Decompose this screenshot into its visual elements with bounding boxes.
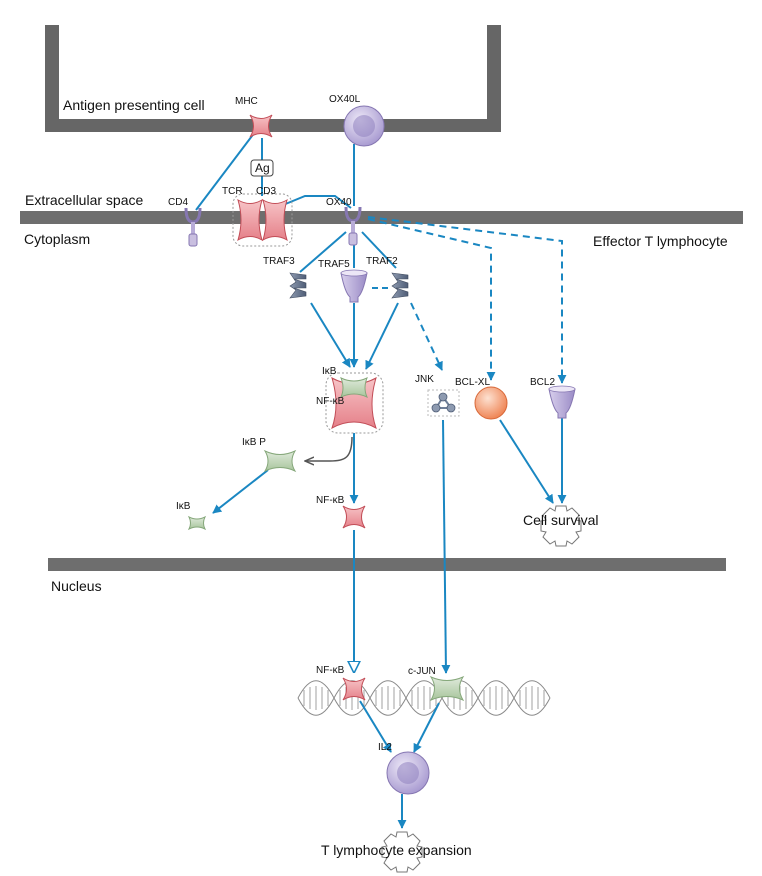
edge-cjun-il2 — [413, 702, 440, 753]
il2-node[interactable] — [386, 751, 430, 795]
jnk-label: JNK — [415, 374, 434, 385]
bcl2-node[interactable] — [548, 385, 576, 419]
cd3-label: CD3 — [256, 186, 276, 197]
traf5-label: TRAF5 — [318, 259, 350, 270]
t-expansion-label: T lymphocyte expansion — [321, 842, 472, 858]
nuclear-membrane — [48, 558, 726, 571]
nucleus-label: Nucleus — [51, 578, 102, 594]
edge-ox40-bcl2 — [367, 216, 567, 384]
edge-cd3-ox40 — [282, 195, 352, 209]
tcr-complex-outline — [232, 193, 293, 247]
traf2-node[interactable] — [391, 272, 409, 299]
bclxl-node[interactable] — [474, 386, 508, 420]
cd4-label: CD4 — [168, 197, 188, 208]
bcl2-label: BCL2 — [530, 377, 555, 388]
ikbp-label: IκB P — [242, 437, 266, 448]
nfkb-nucleus-label: NF-κB — [316, 665, 345, 676]
edge-ox40-bclxl — [367, 218, 496, 381]
traf5-shape — [340, 272, 368, 303]
apc-membrane — [45, 25, 501, 132]
t-expansion-gear-icon — [381, 831, 423, 873]
cd4-node[interactable] — [184, 207, 202, 247]
nfkb-cytoplasm-label: NF-κB — [316, 495, 345, 506]
ag-node[interactable]: Ag — [250, 159, 274, 177]
traf2-label: TRAF2 — [366, 256, 398, 267]
nfkb-cytoplasm-node[interactable] — [342, 505, 366, 529]
ikbp-shape — [263, 449, 297, 473]
ox40-label: OX40 — [326, 197, 352, 208]
edges — [195, 131, 567, 829]
nfkb-complex-label: NF-κB — [316, 396, 345, 407]
traf2-shape — [391, 272, 409, 299]
ox40l-node[interactable] — [343, 105, 385, 147]
nfkb-nucleus-node[interactable] — [342, 677, 366, 701]
edge-bclxl-survival — [499, 419, 554, 504]
extracellular-space-label: Extracellular space — [25, 192, 143, 208]
ikb-node[interactable] — [187, 515, 207, 531]
ikbp-node[interactable] — [263, 449, 297, 473]
edge-traf3-ikb — [310, 302, 351, 368]
jnk-node[interactable] — [427, 389, 460, 417]
cell-survival-node[interactable] — [540, 505, 582, 547]
ikb-complex-label: IκB — [322, 366, 337, 377]
edge-complex-ikbp — [305, 436, 353, 461]
mhc-label: MHC — [235, 96, 258, 107]
traf3-node[interactable] — [289, 272, 307, 299]
ox40l-label: OX40L — [329, 94, 361, 105]
ag-box — [250, 159, 274, 177]
ikb-shape — [187, 515, 207, 531]
il2-label: IL2 — [378, 742, 392, 753]
edge-traf2-ikb — [365, 302, 399, 370]
bclxl-label: BCL-XL — [455, 377, 490, 388]
cell-survival-gear-icon — [540, 505, 582, 547]
jnk-shape — [438, 392, 448, 402]
ag-label: Ag — [255, 161, 270, 175]
ikb-label: IκB — [176, 501, 191, 512]
edge-jnk-cjun — [441, 419, 451, 674]
cjun-label: c-JUN — [408, 666, 436, 677]
cjun-node[interactable] — [429, 675, 465, 702]
nfkb-nucleus-shape — [342, 677, 366, 701]
edge-mhc-cd4 — [195, 131, 256, 211]
edge-nfkb-il2 — [359, 700, 392, 753]
cell-survival-label: Cell survival — [523, 512, 598, 528]
apc-label: Antigen presenting cell — [63, 97, 205, 113]
traf5-node[interactable] — [340, 269, 368, 303]
ikb-nfkb-complex-outline — [325, 372, 384, 434]
bcl2-shape — [548, 388, 576, 419]
ikb-nfkb-complex[interactable] — [325, 372, 384, 434]
nfkb-cytoplasm-shape — [342, 505, 366, 529]
tcr-cd3-complex[interactable] — [232, 193, 293, 247]
ox40-node[interactable] — [344, 206, 362, 246]
edge-ox40-traf2 — [361, 231, 397, 269]
tcr-label: TCR — [222, 186, 243, 197]
cd3-shape — [262, 198, 288, 242]
traf3-shape — [289, 272, 307, 299]
mhc-shape — [249, 114, 273, 138]
edge-ikbp-ikb — [212, 469, 269, 514]
bclxl-shape — [474, 386, 508, 420]
effector-t-lymphocyte-label: Effector T lymphocyte — [593, 233, 728, 249]
mhc-node[interactable] — [249, 114, 273, 138]
edge-traf2-jnk — [410, 302, 443, 371]
cytoplasm-label: Cytoplasm — [24, 231, 90, 247]
tcr-shape — [237, 198, 263, 242]
cjun-shape — [429, 675, 465, 702]
t-expansion-node[interactable] — [381, 831, 423, 873]
edge-ox40-traf3 — [299, 231, 347, 273]
ikb-complex-shape — [340, 377, 368, 399]
dna-helix — [297, 680, 551, 716]
traf3-label: TRAF3 — [263, 256, 295, 267]
